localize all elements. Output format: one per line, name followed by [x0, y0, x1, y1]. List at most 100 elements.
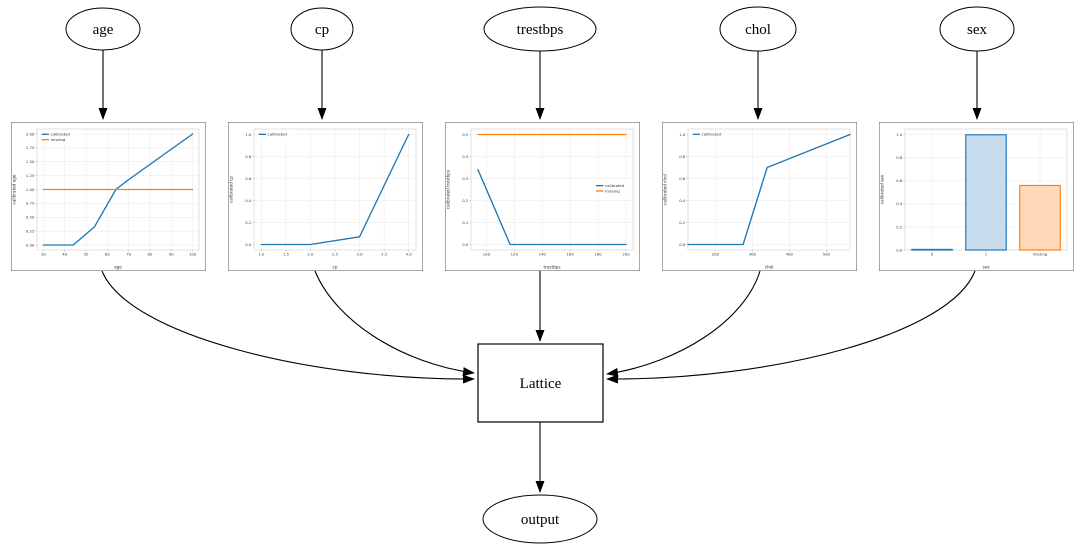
xtick-label: 1 [985, 251, 988, 256]
xtick-label: 180 [594, 251, 602, 256]
xtick-label: 140 [539, 251, 547, 256]
node-label-chol: chol [745, 22, 771, 38]
xtick-label: 300 [749, 251, 757, 256]
xtick-label: 90 [169, 251, 174, 256]
node-lattice: Lattice [477, 343, 604, 423]
node-output: output [482, 494, 598, 544]
chart-frame [228, 122, 423, 271]
ytick-label: 1.75 [26, 145, 35, 150]
ytick-label: 0.00 [26, 242, 35, 247]
node-shape-output [482, 494, 598, 544]
yaxis-label: calibrated sex [879, 174, 884, 204]
ytick-label: 0.0 [462, 242, 469, 247]
ytick-label: 0.3 [462, 176, 469, 181]
node-cp: cp [290, 7, 354, 51]
ytick-label: 0.4 [462, 154, 469, 159]
xtick-label: 50 [84, 251, 89, 256]
xtick-label: 2.0 [307, 251, 314, 256]
xtick-label: 30 [41, 251, 46, 256]
yaxis-label: calibrated cp [228, 176, 233, 203]
yaxis-label: calibrated age [11, 174, 16, 204]
edge-age-calibrator-lattice [101, 270, 475, 384]
bar-1 [965, 134, 1007, 251]
xtick-label: 3.5 [381, 251, 388, 256]
node-shape-age [65, 7, 141, 51]
node-shape-trestbps [483, 6, 597, 52]
yaxis-label: calibrated trestbps [445, 170, 450, 209]
ytick-label: 0.8 [679, 154, 686, 159]
node-label-age: age [93, 22, 114, 38]
yaxis-label: calibrated chol [662, 174, 667, 205]
series-line-calibrated [477, 169, 627, 246]
legend-label-missing: missing [51, 137, 66, 142]
series-line-calibrated [42, 133, 194, 246]
series-line-calibrated [687, 133, 851, 246]
node-label-sex: sex [967, 22, 987, 38]
edge-chol-calibrator-lattice [606, 270, 761, 377]
ytick-label: 0.2 [462, 198, 469, 203]
ytick-label: 0.2 [679, 220, 686, 225]
ytick-label: 1.00 [26, 187, 35, 192]
ytick-label: 0.0 [896, 247, 903, 252]
ytick-label: 1.0 [245, 132, 252, 137]
ytick-label: 0.0 [245, 242, 252, 247]
ytick-label: 0.1 [462, 220, 469, 225]
chart-frame [662, 122, 857, 271]
ytick-label: 0.4 [679, 198, 686, 203]
edge-sex-calibrator-lattice [606, 270, 976, 384]
xtick-label: 2.5 [332, 251, 339, 256]
ytick-label: 0.6 [896, 178, 903, 183]
bar-missing [1019, 184, 1061, 251]
node-label-lattice: Lattice [520, 376, 562, 392]
ytick-label: 0.2 [896, 224, 903, 229]
xaxis-label: age [114, 264, 122, 269]
xaxis-label: sex [982, 264, 990, 269]
ytick-label: 1.0 [679, 132, 686, 137]
ytick-label: 0.50 [26, 215, 35, 220]
xtick-label: 160 [566, 251, 574, 256]
ytick-label: 0.4 [245, 198, 252, 203]
xtick-label: 500 [823, 251, 831, 256]
legend: calibrated [691, 131, 727, 140]
ytick-label: 0.75 [26, 201, 35, 206]
ytick-label: 0.6 [245, 176, 252, 181]
xaxis-label: chol [765, 264, 774, 269]
xtick-label: 70 [126, 251, 131, 256]
bar-0 [911, 248, 953, 251]
xtick-label: 60 [105, 251, 110, 256]
xtick-label: 4.0 [406, 251, 413, 256]
ytick-label: 2.00 [26, 131, 35, 136]
xtick-label: missing [1033, 251, 1048, 256]
chart-frame [445, 122, 640, 271]
xtick-label: 400 [786, 251, 794, 256]
xtick-label: 1.0 [258, 251, 265, 256]
series-line-calibrated [260, 133, 410, 246]
legend: calibrated [257, 131, 293, 140]
ytick-label: 1.0 [896, 132, 903, 137]
node-trestbps: trestbps [483, 6, 597, 52]
ytick-label: 0.4 [896, 201, 903, 206]
xaxis-label: cp [333, 264, 338, 269]
node-shape-sex [939, 6, 1015, 52]
ytick-label: 0.8 [245, 154, 252, 159]
node-chol: chol [719, 6, 797, 52]
xtick-label: 200 [622, 251, 630, 256]
ytick-label: 1.25 [26, 173, 35, 178]
legend-label-calibrated: calibrated [702, 132, 722, 137]
xtick-label: 100 [483, 251, 491, 256]
ytick-label: 0.6 [679, 176, 686, 181]
legend-label-calibrated: calibrated [268, 132, 288, 137]
